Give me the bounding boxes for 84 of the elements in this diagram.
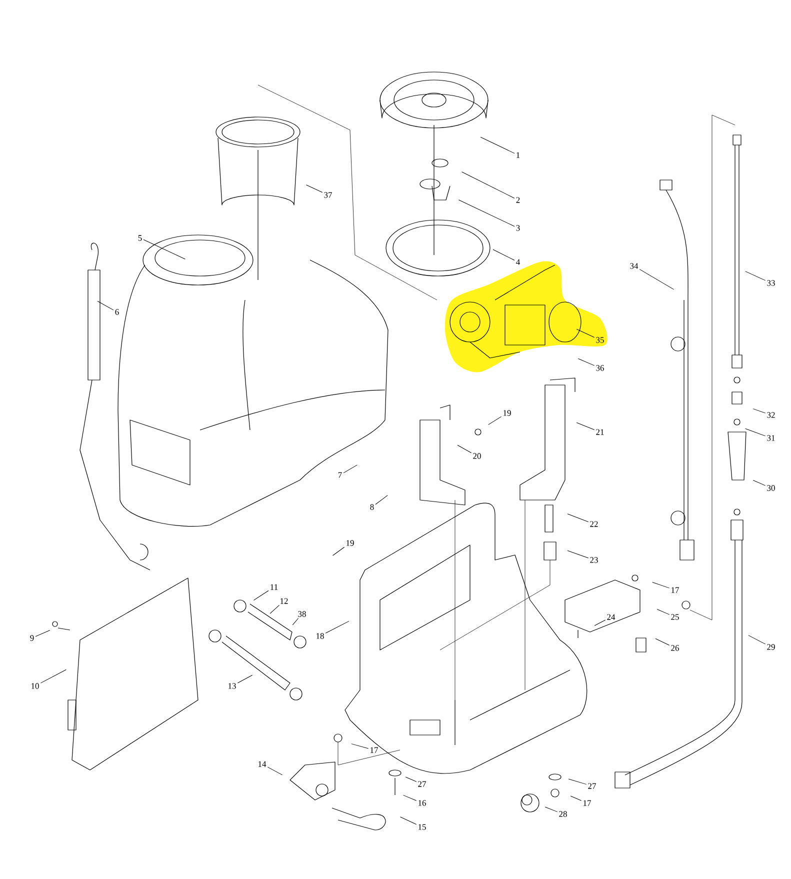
leader-line <box>752 480 766 486</box>
callout-number: 1 <box>516 152 520 158</box>
callout-number: 19 <box>504 410 511 416</box>
leader-line <box>343 464 358 474</box>
leader-line <box>576 328 595 338</box>
callout-number: 27 <box>588 783 596 789</box>
leader-line <box>748 635 766 644</box>
callout-number: 22 <box>590 521 598 527</box>
callout-number: 8 <box>370 504 374 510</box>
callout-number: 4 <box>516 259 520 265</box>
leader-line <box>656 608 670 615</box>
callout-number: 31 <box>767 435 775 441</box>
leader-line <box>267 766 283 776</box>
leader-line <box>405 776 417 782</box>
callout-number: 32 <box>767 412 775 418</box>
leader-line <box>97 300 114 310</box>
leader-line <box>458 200 515 227</box>
leader-line <box>40 669 66 684</box>
leader-line <box>270 604 280 614</box>
leader-line <box>488 416 502 425</box>
callout-number: 36 <box>596 365 604 371</box>
callout-number: 20 <box>473 453 481 459</box>
leader-line <box>306 184 323 193</box>
leader-line <box>639 269 674 290</box>
leader-line <box>292 618 299 626</box>
callout-number: 2 <box>516 197 520 203</box>
callout-number: 21 <box>596 429 604 435</box>
callout-number: 37 <box>324 192 332 198</box>
callout-number: 13 <box>228 683 236 689</box>
callout-number: 34 <box>630 263 638 269</box>
leader-line <box>253 590 269 601</box>
callout-number: 17 <box>672 587 679 593</box>
leader-line <box>544 806 558 812</box>
leader-line <box>480 136 515 154</box>
callout-number: 15 <box>418 824 426 830</box>
leader-line <box>594 620 606 626</box>
leader-line <box>35 630 50 637</box>
callout-number: 6 <box>115 309 119 315</box>
leader-line <box>351 744 369 749</box>
callout-number: 33 <box>767 280 775 286</box>
leader-line <box>457 444 472 454</box>
callout-number: 5 <box>138 235 142 241</box>
leader-line <box>567 514 589 522</box>
leader-line <box>332 546 345 556</box>
callout-number: 28 <box>559 811 567 817</box>
callout-number: 26 <box>671 645 679 651</box>
callout-number: 19 <box>346 540 354 546</box>
callout-number: 25 <box>671 614 679 620</box>
leader-line <box>570 796 582 801</box>
leader-line <box>400 816 417 825</box>
leader-line <box>752 408 766 414</box>
callout-number: 11 <box>270 584 278 590</box>
leader-line <box>568 778 587 785</box>
leader-line <box>655 638 670 646</box>
callout-number: 30 <box>767 485 775 491</box>
callout-number: 16 <box>418 800 426 806</box>
leader-line <box>745 428 766 436</box>
leader-line <box>375 495 388 505</box>
callout-number: 17 <box>370 747 378 753</box>
callout-number: 12 <box>280 598 288 604</box>
leader-line <box>578 358 595 366</box>
callout-number: 7 <box>338 472 342 478</box>
callout-number: 24 <box>607 614 616 620</box>
leader-line <box>325 620 350 634</box>
leader-line <box>576 422 595 430</box>
leader-line <box>403 794 417 801</box>
callout-number: 14 <box>258 761 266 767</box>
callout-number: 10 <box>32 683 39 689</box>
callout-number: 9 <box>30 635 34 641</box>
callout-number: 29 <box>767 644 775 650</box>
leader-line <box>237 674 253 684</box>
leader-line <box>143 239 186 260</box>
callout-number: 38 <box>298 611 306 617</box>
leader-line <box>652 582 670 588</box>
callout-number: 35 <box>596 337 604 343</box>
callout-number: 18 <box>316 633 324 639</box>
callout-number: 17 <box>584 800 591 806</box>
leader-line <box>462 172 515 198</box>
leader-line <box>567 550 589 558</box>
callout-number: 23 <box>590 557 598 563</box>
callout-number: 3 <box>516 225 520 231</box>
callout-number: 27 <box>418 781 426 787</box>
leader-line <box>492 249 515 260</box>
leader-line <box>745 271 766 281</box>
